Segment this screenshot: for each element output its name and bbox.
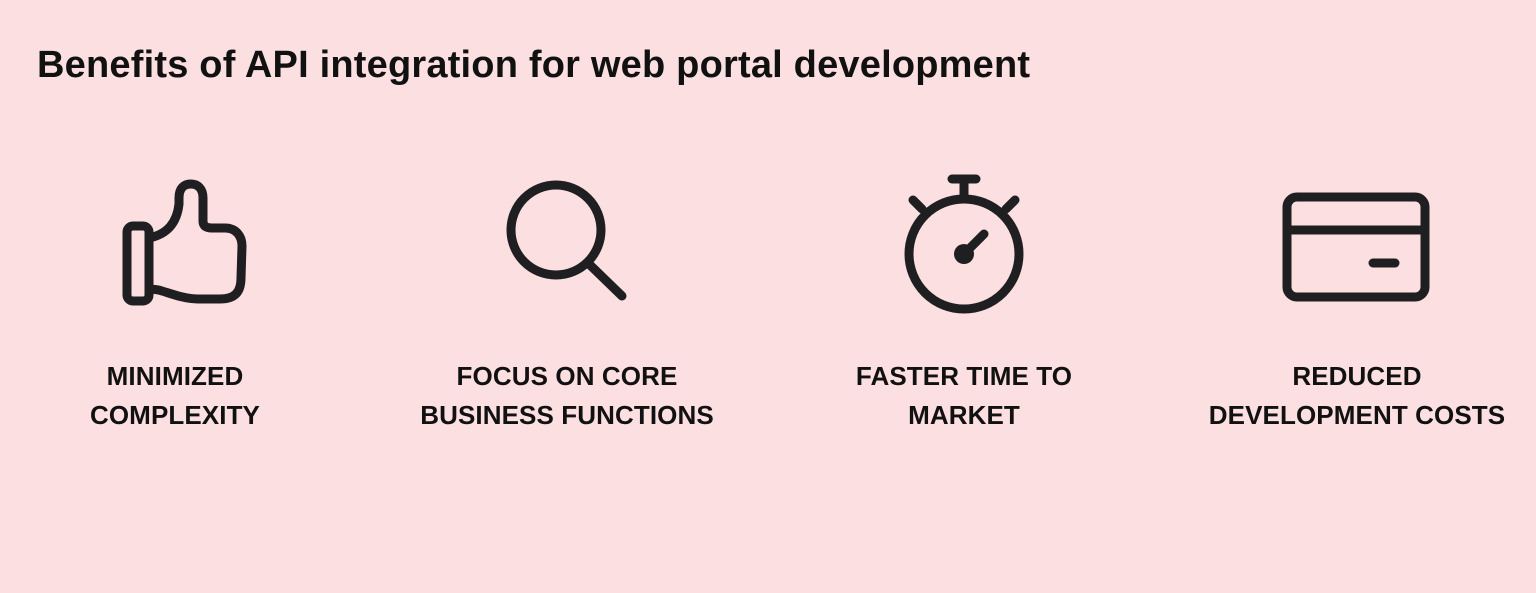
search-icon xyxy=(492,170,642,315)
benefit-focus-core-business: FOCUS ON CORE BUSINESS FUNCTIONS xyxy=(377,170,757,435)
benefit-label: FASTER TIME TO MARKET xyxy=(855,361,1073,430)
benefit-faster-time-to-market: FASTER TIME TO MARKET xyxy=(774,170,1154,435)
benefit-reduced-development-costs: REDUCED DEVELOPMENT COSTS xyxy=(1167,170,1536,435)
benefit-label: FOCUS ON CORE BUSINESS FUNCTIONS xyxy=(420,361,714,430)
stopwatch-icon xyxy=(889,170,1039,315)
benefit-minimized-complexity: MINIMIZED COMPLEXITY xyxy=(0,170,365,435)
benefit-label: MINIMIZED COMPLEXITY xyxy=(89,361,260,430)
thumbs-up-icon xyxy=(100,170,250,315)
page-title: Benefits of API integration for web port… xyxy=(37,44,1031,86)
benefit-label: REDUCED DEVELOPMENT COSTS xyxy=(1208,361,1506,430)
credit-card-icon xyxy=(1282,170,1432,315)
